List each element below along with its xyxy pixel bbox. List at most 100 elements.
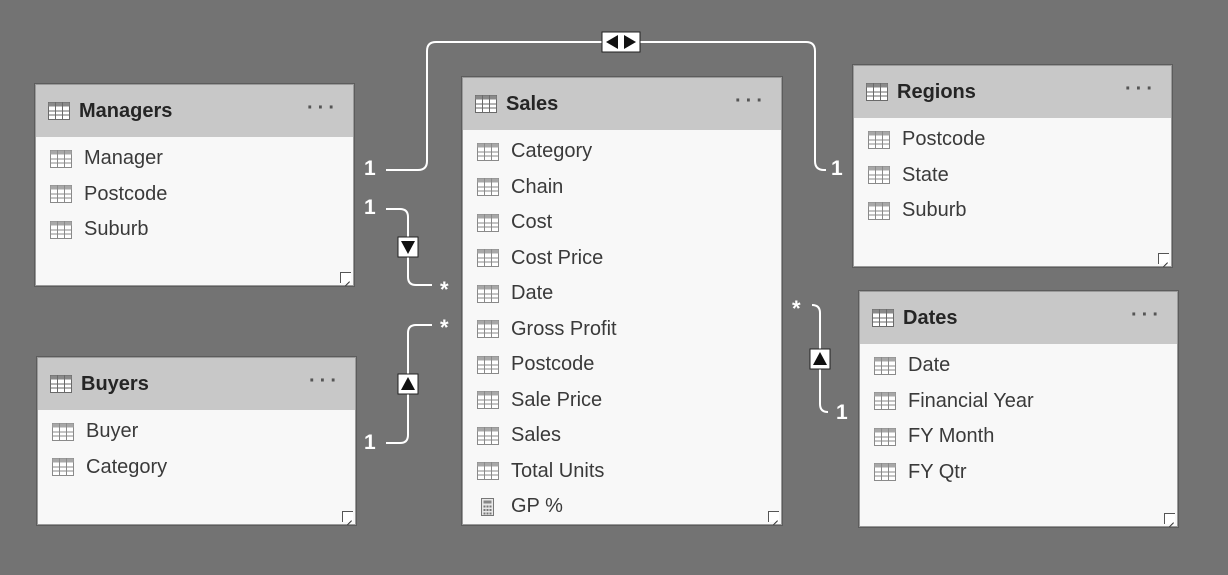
- table-column-icon: [50, 185, 72, 204]
- resize-handle[interactable]: [340, 272, 351, 283]
- field-item[interactable]: Suburb: [854, 193, 1171, 229]
- field-item[interactable]: FY Qtr: [860, 455, 1177, 491]
- field-item[interactable]: Financial Year: [860, 384, 1177, 420]
- more-options-button[interactable]: ···: [1125, 78, 1157, 100]
- table-column-icon: [50, 220, 72, 239]
- field-item[interactable]: Postcode: [36, 177, 353, 213]
- table-header[interactable]: Regions ···: [854, 66, 1171, 118]
- field-item[interactable]: Postcode: [463, 347, 781, 383]
- table-icon: [48, 102, 70, 120]
- field-label: Suburb: [902, 199, 967, 222]
- table-column-icon: [477, 391, 499, 410]
- field-label: Sale Price: [511, 388, 603, 411]
- field-label: Manager: [84, 147, 163, 170]
- bidirectional-arrow-icon: [601, 31, 641, 53]
- field-item[interactable]: Cost: [463, 205, 781, 241]
- table-column-icon: [477, 213, 499, 232]
- table-column-icon: [477, 320, 499, 339]
- table-icon: [866, 83, 888, 101]
- field-item[interactable]: Buyer: [38, 414, 355, 450]
- field-label: FY Month: [908, 425, 995, 448]
- field-item[interactable]: Total Units: [463, 454, 781, 490]
- field-label: Date: [511, 282, 554, 305]
- field-item[interactable]: Chain: [463, 170, 781, 206]
- table-header[interactable]: Buyers ···: [38, 358, 355, 410]
- cardinality-many-label: *: [792, 296, 801, 321]
- field-label: Financial Year: [908, 389, 1034, 412]
- cardinality-one-label: 1: [831, 157, 843, 180]
- field-item[interactable]: Manager: [36, 141, 353, 177]
- table-header[interactable]: Dates ···: [860, 292, 1177, 344]
- table-column-icon: [874, 392, 896, 411]
- cardinality-one-label: 1: [364, 431, 376, 454]
- table-column-icon: [868, 166, 890, 185]
- field-item[interactable]: FY Month: [860, 419, 1177, 455]
- resize-handle[interactable]: [1158, 253, 1169, 264]
- arrow-down-icon: [397, 236, 419, 258]
- field-label: GP %: [511, 495, 563, 518]
- cardinality-one-label: 1: [836, 401, 848, 424]
- field-item[interactable]: Category: [38, 450, 355, 486]
- field-label: Postcode: [84, 182, 168, 205]
- cardinality-one-label: 1: [364, 196, 376, 219]
- resize-handle[interactable]: [1164, 513, 1175, 524]
- more-options-button[interactable]: ···: [1131, 304, 1163, 326]
- field-item[interactable]: Date: [463, 276, 781, 312]
- table-title: Sales: [506, 92, 559, 115]
- field-label: FY Qtr: [908, 460, 967, 483]
- field-label: Category: [511, 140, 593, 163]
- more-options-button[interactable]: ···: [735, 90, 767, 112]
- table-title: Buyers: [81, 372, 149, 395]
- field-item[interactable]: Date: [860, 348, 1177, 384]
- table-column-icon: [477, 178, 499, 197]
- field-item[interactable]: Sale Price: [463, 383, 781, 419]
- resize-handle[interactable]: [342, 511, 353, 522]
- table-icon: [475, 95, 497, 113]
- table-column-icon: [477, 462, 499, 481]
- table-icon: [872, 309, 894, 327]
- field-item[interactable]: GP %: [463, 489, 781, 525]
- field-item[interactable]: Sales: [463, 418, 781, 454]
- table-header[interactable]: Managers ···: [36, 85, 353, 137]
- field-label: Buyer: [86, 420, 139, 443]
- table-column-icon: [477, 426, 499, 445]
- field-item[interactable]: Category: [463, 134, 781, 170]
- table-column-icon: [874, 427, 896, 446]
- table-column-icon: [874, 356, 896, 375]
- field-label: Cost Price: [511, 246, 604, 269]
- more-options-button[interactable]: ···: [309, 370, 341, 392]
- table-column-icon: [477, 284, 499, 303]
- field-item[interactable]: Gross Profit: [463, 312, 781, 348]
- table-title: Managers: [79, 99, 173, 122]
- table-icon: [50, 375, 72, 393]
- table-column-icon: [52, 458, 74, 477]
- field-label: Category: [86, 455, 168, 478]
- field-item[interactable]: Cost Price: [463, 241, 781, 277]
- field-item[interactable]: Postcode: [854, 122, 1171, 158]
- field-label: Total Units: [511, 459, 605, 482]
- table-header[interactable]: Sales ···: [463, 78, 781, 130]
- field-label: Suburb: [84, 218, 149, 241]
- table-column-icon: [52, 422, 74, 441]
- resize-handle[interactable]: [768, 511, 779, 522]
- more-options-button[interactable]: ···: [307, 97, 339, 119]
- table-title: Dates: [903, 306, 958, 329]
- cardinality-many-label: *: [440, 315, 449, 340]
- field-item[interactable]: State: [854, 158, 1171, 194]
- calculator-icon: [481, 497, 494, 516]
- field-label: Sales: [511, 424, 562, 447]
- table-column-icon: [477, 355, 499, 374]
- arrow-up-icon: [397, 373, 419, 395]
- cardinality-many-label: *: [440, 277, 449, 302]
- field-item[interactable]: Suburb: [36, 212, 353, 248]
- table-column-icon: [50, 149, 72, 168]
